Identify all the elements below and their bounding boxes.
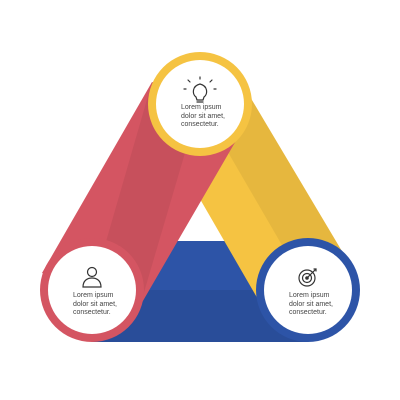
user-icon bbox=[82, 266, 102, 288]
right-node-circle bbox=[264, 246, 352, 334]
target-icon bbox=[298, 268, 317, 287]
right-node-text: Lorem ipsum dolor sit amet, consectetur. bbox=[289, 292, 333, 316]
blue-band-shade bbox=[92, 290, 308, 342]
lightbulb-icon bbox=[183, 76, 217, 103]
top-node-text: Lorem ipsum dolor sit amet, consectetur. bbox=[181, 104, 225, 128]
top-node-circle bbox=[156, 60, 244, 148]
left-node-circle bbox=[48, 246, 136, 334]
left-node-text: Lorem ipsum dolor sit amet, consectetur. bbox=[73, 292, 117, 316]
